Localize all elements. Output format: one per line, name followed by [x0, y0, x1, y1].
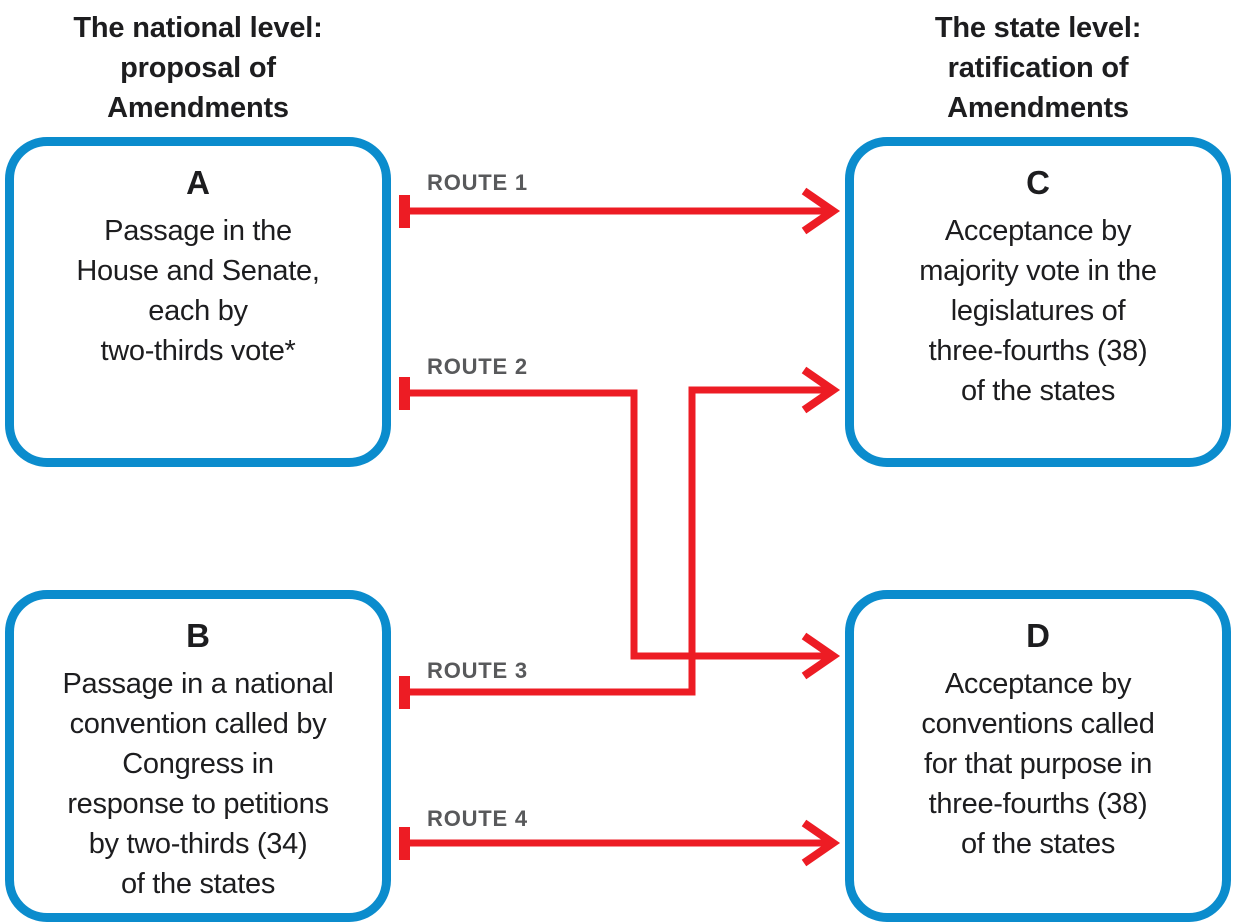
- route-2-start-tick: [399, 377, 410, 410]
- box-c-legislature-ratification: C Acceptance by majority vote in the leg…: [845, 137, 1231, 467]
- box-c-text: Acceptance by majority vote in the legis…: [919, 215, 1157, 407]
- route-4-label: ROUTE 4: [427, 806, 528, 831]
- box-a-text: Passage in the House and Senate, each by…: [76, 215, 320, 367]
- route-1-arrow: [399, 187, 841, 235]
- box-b-text: Passage in a national convention called …: [62, 668, 334, 900]
- box-d-convention-ratification: D Acceptance by conventions called for t…: [845, 590, 1231, 922]
- box-d-letter: D: [1026, 617, 1050, 654]
- route-4-arrowhead-icon: [801, 819, 841, 867]
- route-3-line: [410, 386, 828, 696]
- route-2-line: [410, 389, 828, 660]
- route-4-arrow: [399, 819, 841, 867]
- box-a-passage-house-senate: A Passage in the House and Senate, each …: [5, 137, 391, 467]
- box-b-letter: B: [186, 617, 210, 654]
- route-3-arrowhead-icon: [801, 366, 841, 414]
- route-2-label: ROUTE 2: [427, 354, 528, 379]
- box-b-national-convention: B Passage in a national convention calle…: [5, 590, 391, 922]
- route-1-label: ROUTE 1: [427, 170, 528, 195]
- route-3-start-tick: [399, 676, 410, 709]
- route-1-start-tick: [399, 195, 410, 228]
- state-level-header: The state level: ratification of Amendme…: [934, 12, 1142, 124]
- route-3-label: ROUTE 3: [427, 658, 528, 683]
- box-a-letter: A: [186, 164, 210, 201]
- route-1-arrowhead-icon: [801, 187, 841, 235]
- route-2-arrow: [399, 377, 841, 680]
- route-2-arrowhead-icon: [801, 632, 841, 680]
- box-d-text: Acceptance by conventions called for tha…: [921, 668, 1155, 860]
- route-4-start-tick: [399, 827, 410, 860]
- national-level-header: The national level: proposal of Amendmen…: [73, 12, 323, 124]
- route-3-arrow: [399, 366, 841, 709]
- box-c-letter: C: [1026, 164, 1050, 201]
